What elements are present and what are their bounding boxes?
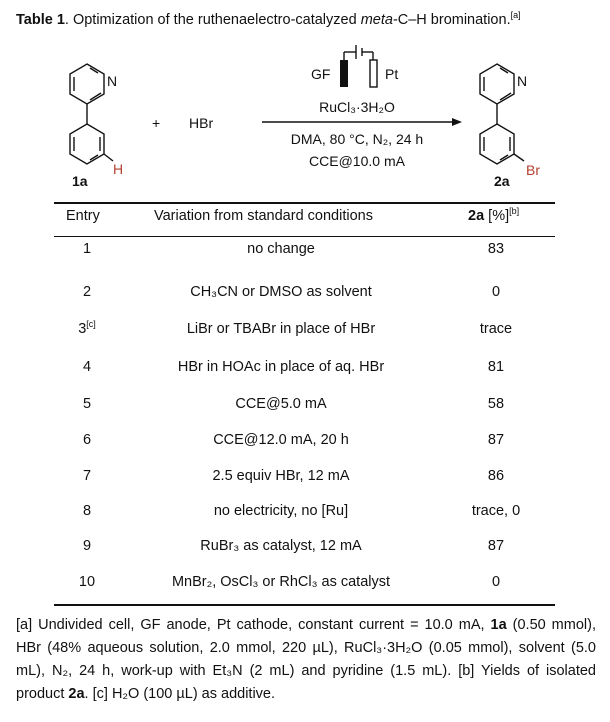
entry-number: 3 — [78, 321, 87, 337]
entry-footnote-mark: [c] — [86, 319, 96, 330]
table-row: 9 RuBr₃ as catalyst, 12 mA 87 — [54, 538, 555, 558]
title-text-before: . Optimization of the ruthenaelectro-cat… — [64, 12, 361, 28]
entry-cell: 9 — [82, 538, 92, 554]
cathode-label: Pt — [385, 66, 398, 82]
conditions-label: DMA, 80 °C, N₂, 24 h — [291, 131, 423, 147]
h-atom: H — [113, 161, 123, 177]
right-n-atom: N — [517, 73, 527, 89]
current-label: CCE@10.0 mA — [309, 153, 406, 169]
variation-cell: no change — [247, 241, 315, 257]
variation-cell: no electricity, no [Ru] — [213, 503, 349, 519]
top-rule — [54, 202, 555, 204]
table-row: 6 CCE@12.0 mA, 20 h 87 — [54, 432, 555, 452]
right-pyridine-ring — [479, 63, 515, 105]
yield-cell: 58 — [487, 396, 505, 412]
table-row: 1 no change 83 — [54, 241, 555, 261]
variation-cell: CH₃CN or DMSO as solvent — [190, 284, 372, 300]
product-label: 2a — [494, 173, 510, 189]
footnote-a-compound: 1a — [490, 617, 507, 633]
footnote-a-details: (0.50 mmol), HBr (48% aqueous solution, … — [16, 617, 596, 702]
yield-cell: 86 — [487, 468, 505, 484]
yield-cell: 87 — [487, 432, 505, 448]
variation-cell: HBr in HOAc in place of aq. HBr — [177, 359, 385, 375]
yield-cell: 0 — [491, 284, 501, 300]
table-row: 3[c] LiBr or TBABr in place of HBr trace — [54, 319, 555, 341]
entry-cell: 8 — [82, 503, 92, 519]
yield-cell: trace, 0 — [471, 503, 521, 519]
entry-cell: 1 — [82, 241, 92, 257]
table-row: 4 HBr in HOAc in place of aq. HBr 81 — [54, 359, 555, 379]
footnote-a-text: [a] Undivided cell, GF anode, Pt cathode… — [16, 617, 491, 633]
entry-cell: 6 — [82, 432, 92, 448]
title-italic: meta — [360, 12, 393, 28]
right-benzene-ring — [479, 123, 515, 165]
entry-cell: 5 — [82, 396, 92, 412]
catalyst-label: RuCl₃·3H₂O — [319, 99, 395, 115]
title-text-after: -C–H bromination. — [392, 12, 511, 28]
yield-cell: 0 — [491, 574, 501, 590]
entry-cell: 2 — [82, 284, 92, 300]
footnote-c-text: . [c] H₂O (100 µL) as additive. — [84, 686, 276, 702]
variation-cell: LiBr or TBABr in place of HBr — [186, 321, 376, 337]
reaction-scheme: N H N Br 1a 2a + HBr GF Pt RuCl₃·3H₂O DM… — [69, 45, 540, 189]
yield-cell: 83 — [487, 241, 505, 257]
title-footnote-mark: [a] — [510, 10, 521, 21]
header-yield: 2a [%][b] — [468, 206, 520, 224]
table-footnotes: [a] Undivided cell, GF anode, Pt cathode… — [16, 614, 596, 706]
entry-cell: 10 — [78, 574, 96, 590]
reactant-label: 1a — [72, 173, 88, 189]
cathode-electrode — [369, 59, 378, 88]
table-label: Table 1 — [16, 12, 65, 28]
entry-cell: 3[c] — [78, 319, 96, 337]
table-row: 10 MnBr₂, OsCl₃ or RhCl₃ as catalyst 0 — [54, 574, 555, 594]
reagent-hbr: HBr — [189, 115, 213, 131]
entry-cell: 4 — [82, 359, 92, 375]
variation-cell: CCE@12.0 mA, 20 h — [213, 432, 349, 448]
table-row: 2 CH₃CN or DMSO as solvent 0 — [54, 284, 555, 304]
variation-cell: 2.5 equiv HBr, 12 mA — [212, 468, 350, 484]
header-yield-mark: [b] — [509, 206, 520, 217]
anode-electrode — [340, 60, 348, 87]
table-row: 8 no electricity, no [Ru] trace, 0 — [54, 503, 555, 523]
variation-cell: RuBr₃ as catalyst, 12 mA — [200, 538, 362, 554]
table-row: 7 2.5 equiv HBr, 12 mA 86 — [54, 468, 555, 488]
table-title: Table 1. Optimization of the ruthenaelec… — [16, 10, 521, 28]
header-yield-unit: [%] — [484, 208, 510, 224]
header-rule — [54, 236, 555, 237]
variation-cell: CCE@5.0 mA — [235, 396, 327, 412]
header-entry: Entry — [66, 208, 100, 224]
entry-cell: 7 — [82, 468, 92, 484]
left-n-atom: N — [107, 73, 117, 89]
header-variation: Variation from standard conditions — [154, 208, 373, 224]
yield-cell: 81 — [487, 359, 505, 375]
br-atom: Br — [526, 162, 540, 178]
plus-sign: + — [152, 115, 160, 131]
yield-cell: 87 — [487, 538, 505, 554]
header-yield-compound: 2a — [468, 208, 485, 224]
footnote-b-compound: 2a — [68, 686, 85, 702]
left-benzene-ring — [69, 123, 105, 165]
left-pyridine-ring — [69, 63, 105, 105]
yield-cell: trace — [479, 321, 513, 337]
variation-cell: MnBr₂, OsCl₃ or RhCl₃ as catalyst — [171, 574, 391, 590]
anode-label: GF — [311, 66, 330, 82]
table-row: 5 CCE@5.0 mA 58 — [54, 396, 555, 416]
bottom-rule — [54, 604, 555, 606]
